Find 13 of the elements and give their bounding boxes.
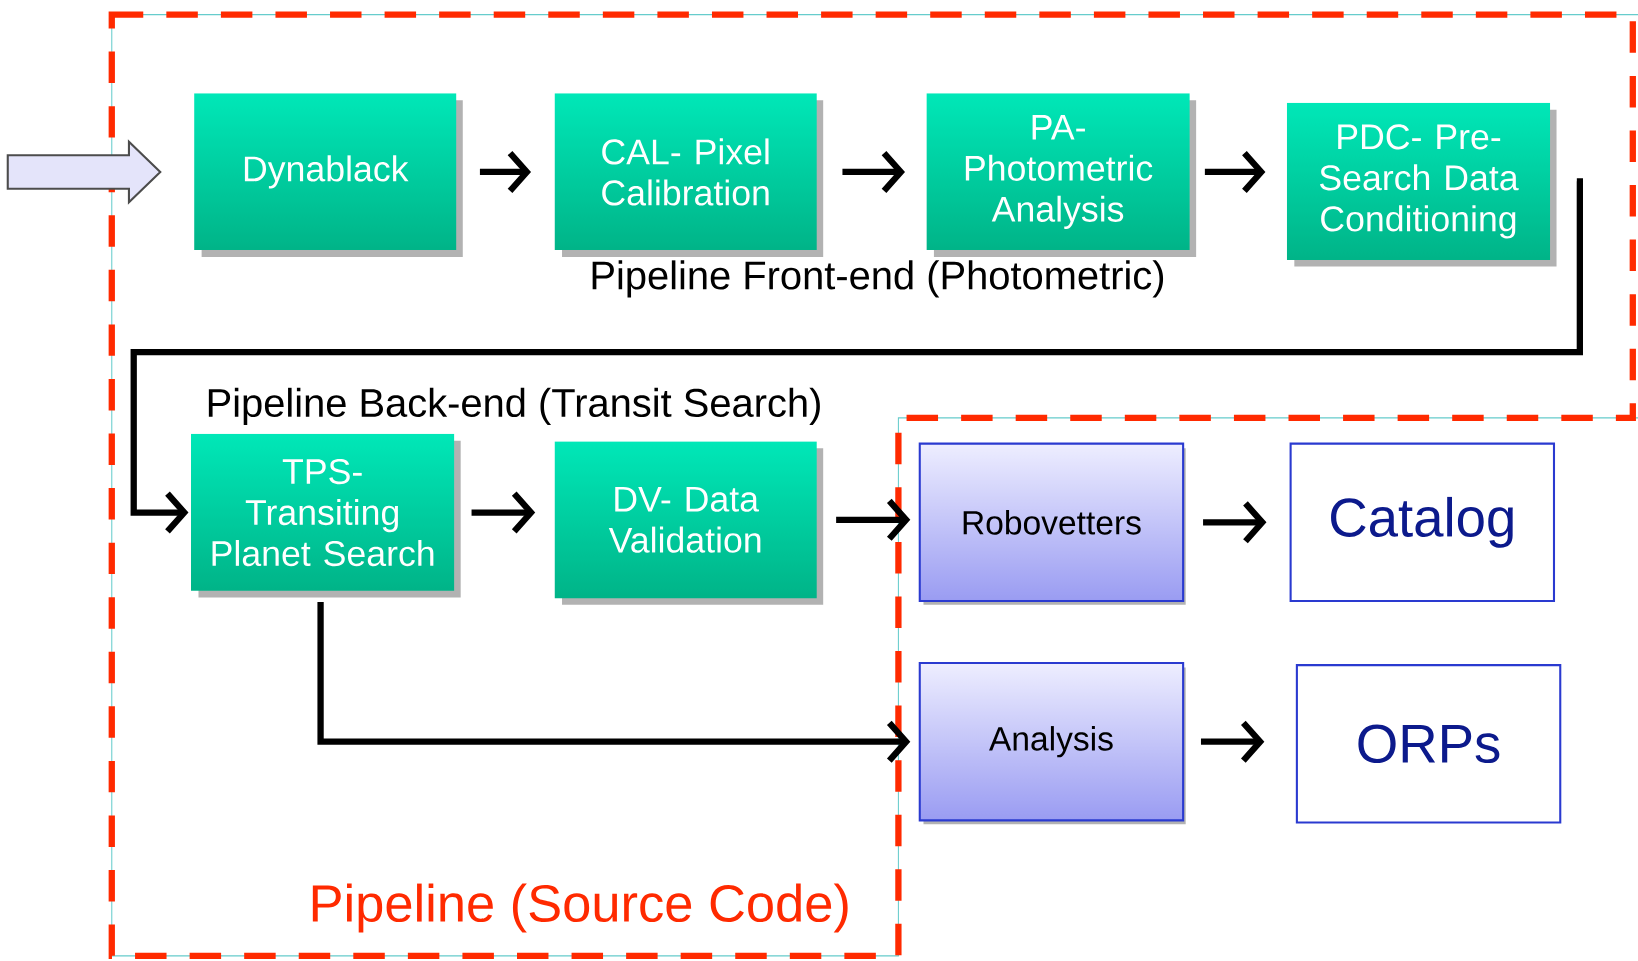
process-box: PA- Photometric Analysis <box>926 93 1197 257</box>
section-label: Pipeline Front-end (Photometric) <box>592 260 1164 298</box>
process-box: DV- Data Validation <box>554 441 824 605</box>
section-label: Pipeline Back-end (Transit Search) <box>208 387 820 425</box>
process-box: Dynablack <box>194 93 463 257</box>
output-box: Catalog <box>1289 442 1556 603</box>
process-box: Robovetters <box>918 442 1186 605</box>
process-box: TPS- Transiting Planet Search <box>191 433 461 598</box>
process-box: PDC- Pre-Search Data Conditioning <box>1286 102 1557 267</box>
process-box: CAL- Pixel Calibration <box>554 93 824 257</box>
process-box: Analysis <box>918 661 1186 825</box>
output-box: ORPs <box>1295 664 1562 824</box>
arrow <box>130 178 1583 534</box>
